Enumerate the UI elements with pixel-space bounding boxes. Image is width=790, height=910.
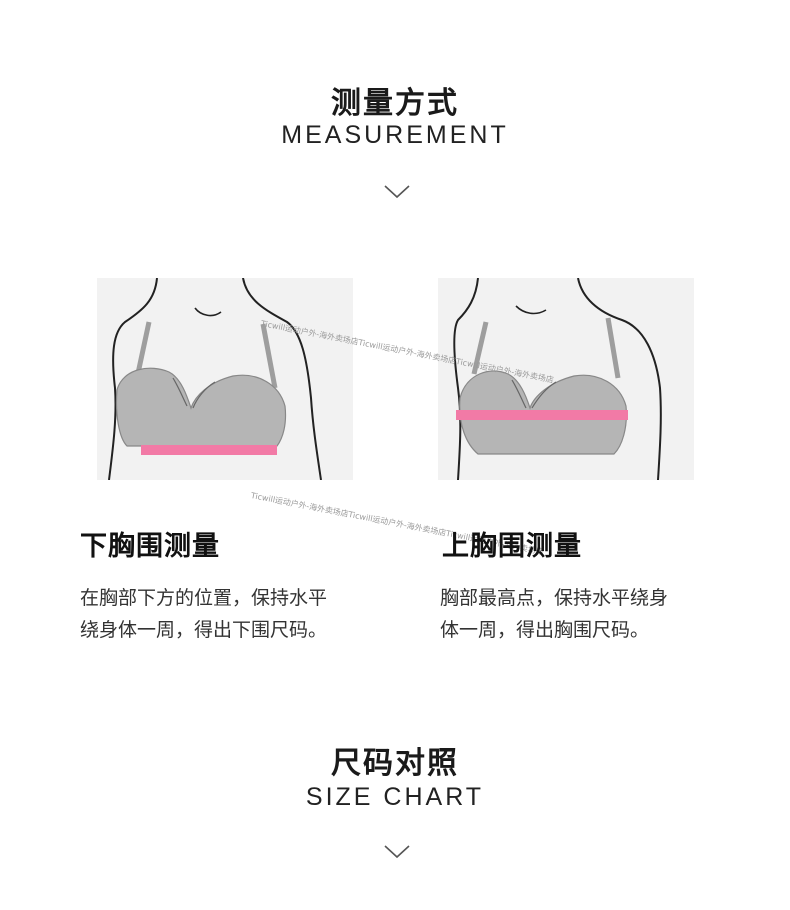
size-chart-title: 尺码对照: [331, 746, 459, 781]
over-bust-heading: 上胸围测量: [442, 531, 582, 562]
description-line: 在胸部下方的位置，保持水平: [80, 587, 328, 609]
under-bust-illustration: [97, 277, 353, 481]
chevron-down-icon: [384, 845, 410, 859]
description-line: 体一周，得出胸围尺码。: [440, 619, 650, 641]
size-chart-subtitle: SIZE CHART: [305, 783, 485, 811]
chevron-down-icon: [384, 185, 410, 199]
over-bust-description: 胸部最高点，保持水平绕身 体一周，得出胸围尺码。: [440, 582, 740, 646]
measurement-title: 测量方式: [331, 86, 459, 121]
measuring-tape: [141, 445, 277, 455]
under-bust-description: 在胸部下方的位置，保持水平 绕身体一周，得出下围尺码。: [80, 582, 380, 646]
over-bust-illustration: [438, 277, 694, 481]
under-bust-heading: 下胸围测量: [80, 531, 220, 562]
description-line: 胸部最高点，保持水平绕身: [440, 587, 669, 609]
measuring-tape: [456, 410, 628, 420]
description-line: 绕身体一周，得出下围尺码。: [80, 619, 328, 641]
measurement-subtitle: MEASUREMENT: [281, 121, 509, 149]
